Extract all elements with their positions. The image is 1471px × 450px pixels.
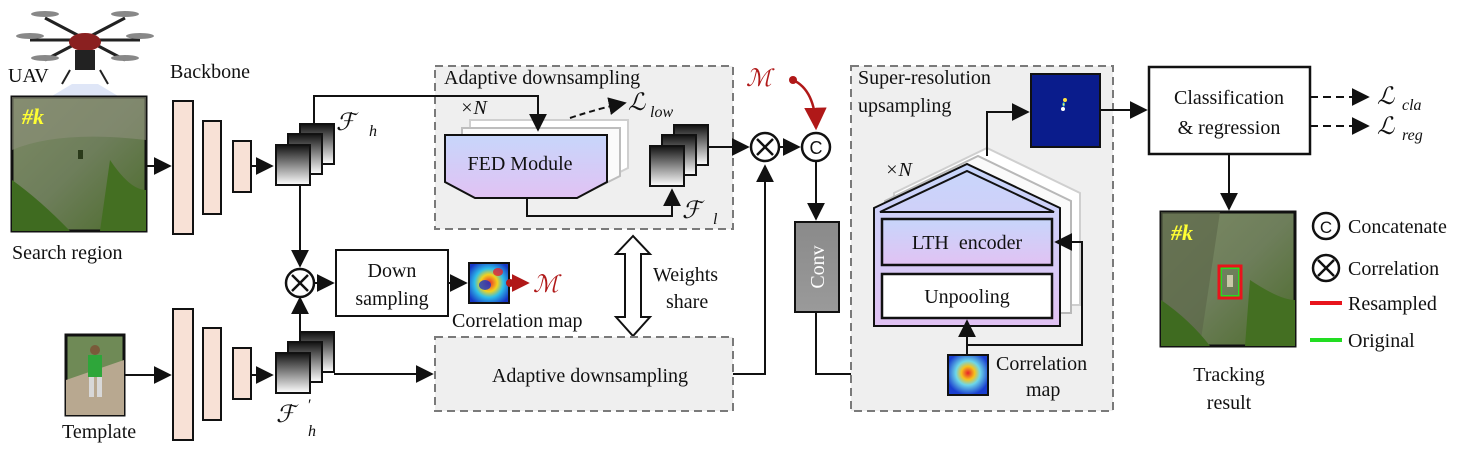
feature-stack-fl (649, 124, 709, 187)
feature-stack-fh-prime (275, 331, 335, 394)
frame-index-label: #k (21, 104, 44, 129)
legend-concatenate-icon: C (1320, 218, 1332, 237)
correlation-node-left (284, 267, 316, 299)
fed-module-label: FED Module (468, 153, 573, 175)
legend-concatenate: C Concatenate (1311, 211, 1447, 241)
lth-encoder-label: LTH encoder (912, 232, 1023, 254)
fed-module-box (444, 134, 608, 199)
l-cla-symbol: ℒ (1377, 84, 1395, 110)
sr-title-line2: upsampling (858, 95, 951, 117)
legend: C Concatenate Correlation Resampled Orig… (1310, 211, 1447, 352)
adaptive-downsampling-bottom-label: Adaptive downsampling (492, 365, 688, 387)
fh-symbol: ℱ (336, 110, 359, 136)
tracking-result-line2: result (1207, 392, 1252, 414)
concatenate-node-letter: C (810, 138, 823, 158)
down-sampling-box (335, 249, 449, 317)
fh-prime-mark: ′ (307, 397, 311, 414)
sr-title-line1: Super-resolution (858, 67, 991, 89)
uav-label: UAV (8, 65, 49, 87)
original-bbox (1220, 267, 1240, 297)
backbone-bottom (172, 308, 252, 441)
legend-original: Original (1310, 330, 1415, 352)
l-low-symbol: ℒ (628, 90, 646, 116)
template-label: Template (62, 421, 136, 443)
times-n-sr: ×N (885, 159, 913, 181)
feature-stack-fh (275, 123, 335, 186)
search-region-image (10, 95, 148, 233)
fl-subscript: l (713, 211, 718, 228)
m-symbol-top: ℳ (746, 66, 775, 92)
correlation-map-sr-line1: Correlation (996, 353, 1087, 375)
adaptive-downsampling-panel-bottom (434, 336, 734, 412)
down-sampling-line2: sampling (355, 288, 428, 310)
adaptive-downsampling-top-title: Adaptive downsampling (444, 67, 640, 89)
l-cla-subscript: cla (1402, 97, 1422, 114)
correlation-map-left-label: Correlation map (452, 310, 583, 332)
unpooling-box (880, 272, 1054, 320)
resampled-bbox (1217, 264, 1243, 300)
legend-original-label: Original (1348, 330, 1415, 352)
backbone-label: Backbone (170, 61, 250, 83)
cls-reg-line1: Classification (1174, 87, 1284, 109)
fh-prime-symbol: ℱ (276, 402, 299, 428)
legend-resampled: Resampled (1310, 293, 1437, 315)
correlation-node-middle (749, 131, 781, 163)
classification-regression-box (1147, 65, 1312, 156)
legend-correlation: Correlation (1311, 253, 1439, 283)
tracking-result-line1: Tracking (1193, 364, 1264, 386)
lth-encoder-box (880, 217, 1054, 267)
uav-drone-icon (16, 11, 154, 96)
tracking-result-image (1159, 210, 1297, 348)
frame-index-label-result: #k (1170, 220, 1193, 245)
fh-prime-subscript: h (308, 423, 316, 440)
correlation-map-sr-line2: map (1026, 379, 1060, 401)
conv-label: Conv (807, 245, 829, 288)
search-region-label: Search region (12, 242, 123, 264)
weights-share-line2: share (666, 291, 708, 313)
legend-correlation-label: Correlation (1348, 258, 1439, 280)
correlation-map-left-image (468, 262, 510, 304)
lth-block-roof (879, 169, 1055, 213)
output-response-map-image (1030, 73, 1101, 148)
m-symbol-left: ℳ (533, 272, 562, 298)
l-low-subscript: low (650, 104, 673, 121)
fl-symbol: ℱ (682, 198, 705, 224)
weights-share-line1: Weights (653, 264, 718, 286)
times-n-top: ×N (460, 97, 488, 119)
backbone-top (172, 100, 252, 235)
correlation-map-sr-image (947, 354, 989, 396)
legend-resampled-label: Resampled (1348, 293, 1437, 315)
weights-share-arrow (613, 234, 653, 338)
fh-subscript: h (369, 123, 377, 140)
legend-concatenate-label: Concatenate (1348, 216, 1447, 238)
cls-reg-line2: & regression (1178, 117, 1281, 139)
l-reg-subscript: reg (1402, 127, 1423, 144)
l-reg-symbol: ℒ (1377, 114, 1395, 140)
down-sampling-line1: Down (368, 260, 417, 282)
template-image (64, 333, 126, 417)
unpooling-label: Unpooling (924, 286, 1010, 308)
